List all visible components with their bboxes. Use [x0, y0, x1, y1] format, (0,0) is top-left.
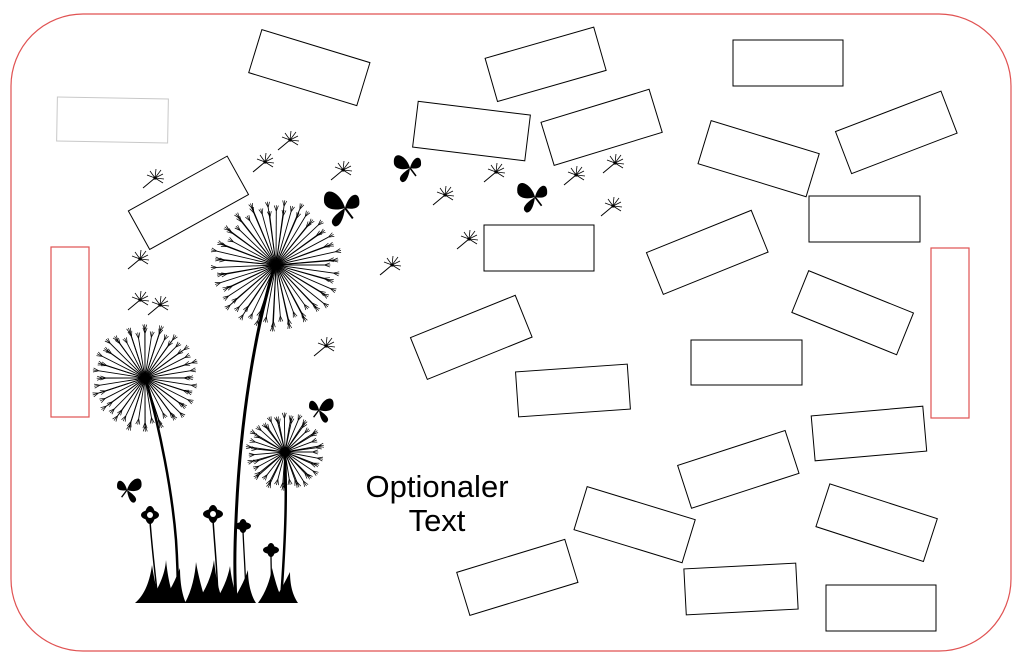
- label-box: [412, 100, 531, 162]
- label-box: [808, 195, 921, 243]
- butterfly-icon: [393, 154, 422, 183]
- label-box: [810, 405, 928, 462]
- label-box: [409, 294, 533, 381]
- label-box: [697, 120, 820, 198]
- butterfly-icon: [516, 182, 549, 214]
- label-box: [690, 339, 803, 386]
- dandelion-seed-icon: [483, 162, 506, 183]
- label-box: [791, 270, 915, 356]
- label-boxes: [127, 26, 958, 632]
- tray-outline: [10, 13, 1012, 652]
- label-box: [127, 155, 250, 251]
- left-handle-slot: [50, 246, 90, 418]
- dandelion-seed-icon: [127, 249, 150, 270]
- label-box: [573, 486, 696, 564]
- label-box: [732, 39, 844, 87]
- dandelion-artwork: [92, 130, 625, 603]
- label-box: [248, 28, 371, 107]
- dandelion-seed-icon: [456, 229, 479, 250]
- label-box: [677, 429, 800, 509]
- label-box: [683, 562, 799, 616]
- dandelion-seed-icon: [379, 255, 402, 276]
- dandelion-seed-icon: [432, 185, 455, 206]
- butterfly-icon: [322, 190, 361, 228]
- label-box: [825, 584, 937, 632]
- label-box: [483, 224, 595, 272]
- dandelion-seed-icon: [147, 295, 170, 316]
- dandelion-icon: [92, 324, 198, 432]
- dandelion-seed-icon: [252, 152, 275, 173]
- grass-icon: [135, 560, 298, 603]
- dandelion-seed-icon: [600, 196, 623, 217]
- dandelion-seed-icon: [277, 130, 300, 151]
- label-box-faint: [56, 96, 169, 144]
- dandelion-seed-icon: [602, 153, 625, 174]
- dandelion-seed-icon: [330, 160, 353, 181]
- caption-line-1: Optionaler: [365, 469, 509, 504]
- dandelion-stem: [233, 264, 277, 601]
- dandelion-seed-icon: [127, 290, 150, 311]
- optional-text-caption: Optionaler Text: [337, 470, 537, 538]
- butterfly-icon: [308, 397, 335, 424]
- butterfly-icon: [116, 477, 143, 504]
- caption-line-2: Text: [408, 503, 466, 538]
- label-box: [484, 26, 607, 103]
- dandelion-seed-icon: [313, 336, 336, 357]
- label-box: [815, 483, 938, 563]
- dandelion-seed-icon: [142, 168, 165, 189]
- dandelion-icon: [245, 412, 324, 491]
- label-box: [456, 538, 579, 617]
- label-box: [540, 88, 663, 166]
- right-handle-slot: [930, 247, 970, 419]
- label-box: [834, 90, 958, 175]
- label-box: [645, 209, 769, 296]
- label-box: [514, 363, 631, 418]
- dandelion-icon: [210, 200, 342, 332]
- dandelion-stem: [279, 454, 288, 601]
- dandelion-seed-icon: [563, 165, 586, 186]
